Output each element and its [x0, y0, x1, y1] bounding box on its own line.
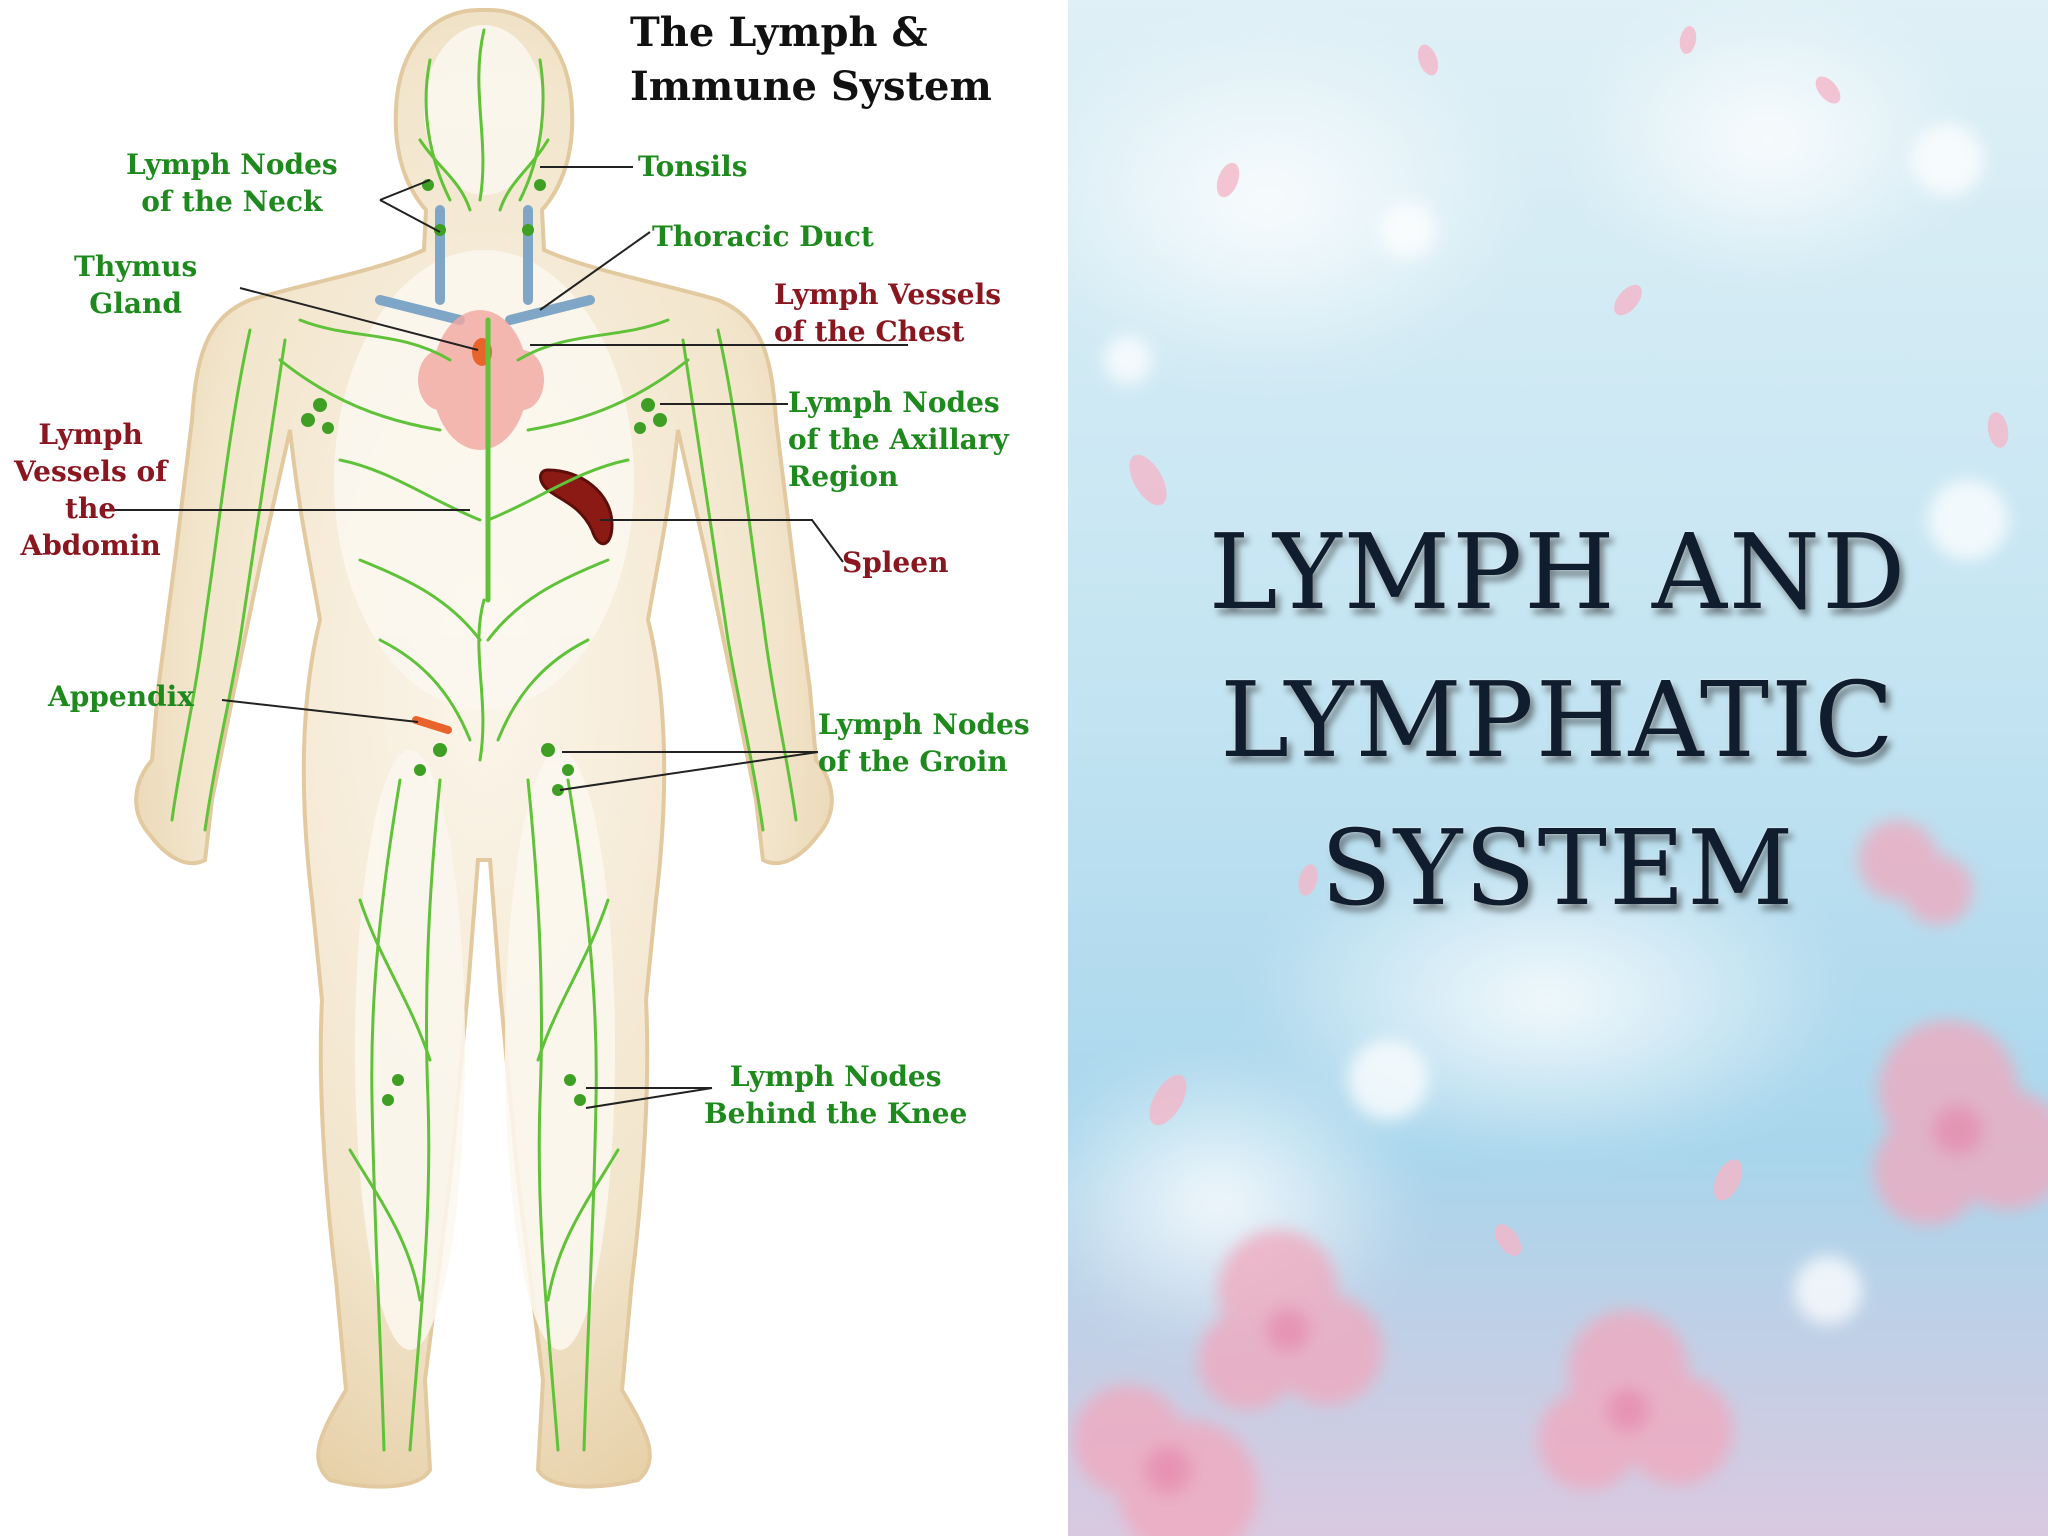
label-lymph-vessels-chest: Lymph Vessels of the Chest — [774, 278, 1001, 348]
leader-knee — [585, 1087, 713, 1109]
leader-groin — [559, 751, 819, 791]
petals — [1129, 26, 2009, 1256]
blossoms — [1073, 124, 2048, 1536]
leader-neck — [379, 179, 441, 233]
leader-thoracic — [539, 231, 651, 311]
body-illustration — [104, 8, 908, 1489]
leader-spleen — [600, 519, 844, 563]
label-appendix: Appendix — [48, 680, 194, 713]
label-tonsils: Tonsils — [638, 150, 748, 183]
title-panel: LYMPH AND LYMPHATIC SYSTEM — [1068, 0, 2048, 1536]
diagram-title: The Lymph & Immune System — [630, 9, 992, 110]
spleen-organ — [539, 468, 614, 546]
appendix-organ — [412, 716, 452, 734]
lymph-nodes — [301, 179, 667, 1106]
label-lymph-nodes-knee: Lymph Nodes Behind the Knee — [704, 1060, 968, 1130]
leader-thymus — [239, 287, 479, 351]
label-lymph-nodes-neck: Lymph Nodes of the Neck — [126, 148, 338, 218]
leader-lines — [104, 166, 908, 1109]
label-lymph-nodes-groin: Lymph Nodes of the Groin — [818, 708, 1030, 778]
label-thymus-gland: Thymus Gland — [74, 250, 198, 320]
lymph-diagram-panel: The Lymph & Immune System Lymph Nodes of… — [14, 8, 1030, 1489]
label-spleen: Spleen — [842, 546, 949, 579]
label-lymph-nodes-axillary: Lymph Nodes of the Axillary Region — [788, 386, 1009, 493]
lymphatic-vessels — [170, 28, 798, 1452]
body-silhouette — [134, 8, 834, 1489]
slide-title: LYMPH AND LYMPHATIC SYSTEM — [1208, 511, 1908, 929]
vein-network — [375, 205, 595, 325]
label-lymph-vessels-abdomen: Lymph Vessels of the Abdomin — [14, 418, 168, 562]
leader-appendix — [221, 699, 419, 723]
label-thoracic-duct: Thoracic Duct — [652, 220, 874, 253]
blossom-background — [1068, 0, 2048, 1536]
